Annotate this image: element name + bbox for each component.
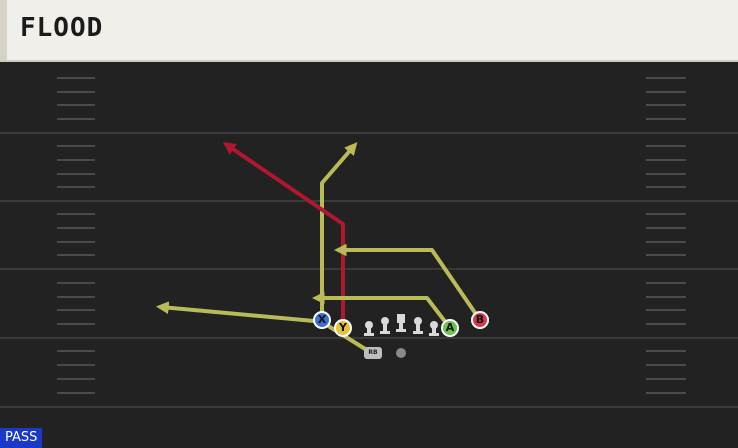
hash-marks-left [57,77,95,394]
receiver-y[interactable]: Y [334,319,352,337]
yard-lines [0,132,738,408]
offensive-line [364,314,439,336]
play-field: X Y A B RB [0,62,738,448]
route-x [320,142,358,322]
hash-marks-right [646,77,686,394]
route-rb [320,320,372,354]
receiver-a-label: A [445,321,455,334]
running-back-label: RB [368,349,378,356]
route-flat-left [155,301,327,324]
play-diagram [0,77,738,408]
route-b [333,243,482,322]
receiver-b[interactable]: B [471,311,489,329]
lineman-icon [380,317,390,334]
receiver-x[interactable]: X [313,311,331,329]
receiver-x-label: X [317,313,327,326]
play-title-bar: FLOOD [0,0,738,60]
play-title: FLOOD [20,13,104,43]
route-y [222,142,345,330]
title-accent-stripe [0,0,7,60]
receiver-a[interactable]: A [441,319,459,337]
running-back-marker[interactable]: RB [364,347,382,359]
play-type-badge: PASS [0,428,43,448]
lineman-icon [364,321,374,336]
quarterback-marker [396,348,406,358]
route-a [311,291,452,330]
receiver-y-label: Y [339,321,347,334]
receiver-b-label: B [475,313,485,326]
lineman-icon [429,321,439,336]
lineman-icon [413,317,423,334]
center-icon [396,314,406,332]
